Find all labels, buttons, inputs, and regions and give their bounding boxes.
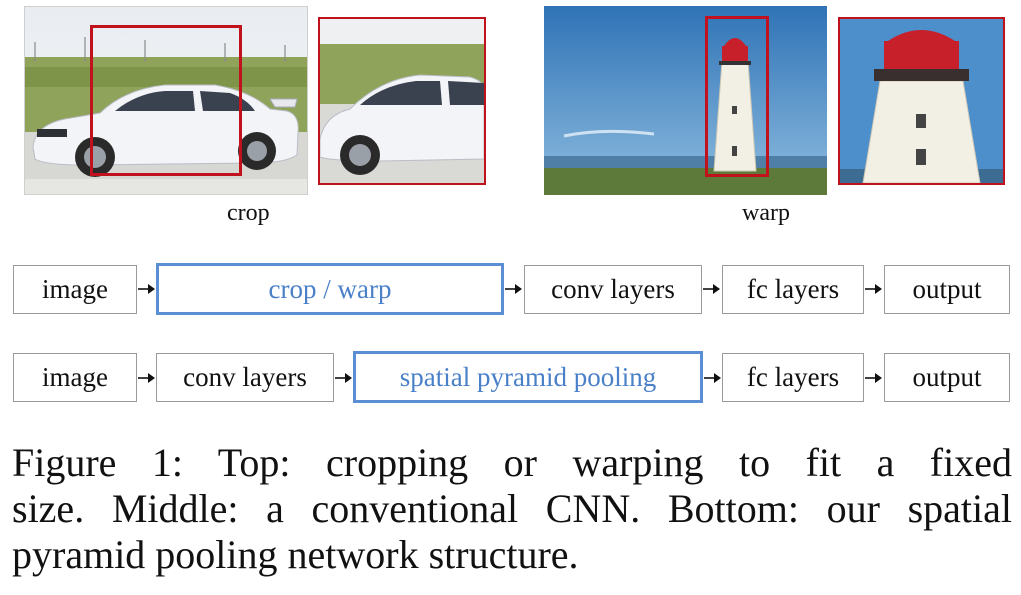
caption-line-2: size. Middle: a conventional CNN. Bottom… [12,486,1012,531]
pipeline2-image-box: image [13,353,137,402]
caption-line-3: pyramid pooling network structure. [12,532,579,577]
pipeline2-conv-layers-box: conv layers [156,353,334,402]
pipeline2-output-box: output [884,353,1010,402]
pipeline1-crop-warp-box: crop / warp [156,263,504,315]
arrow-icon [505,284,522,294]
arrow-icon [335,373,352,383]
figure-caption: Figure 1: Top: cropping or warping to fi… [12,440,1012,578]
lighthouse-warped-image [838,17,1005,185]
lighthouse-original-image [544,6,827,195]
car-cropped-image [318,17,486,185]
car-original-image [24,6,308,195]
arrow-icon [865,284,882,294]
crop-region-box [90,25,242,176]
arrow-icon [704,373,721,383]
arrow-icon [865,373,882,383]
arrow-icon [703,284,720,294]
pipeline1-image-box: image [13,265,137,314]
pipeline1-fc-layers-box: fc layers [722,265,864,314]
arrow-icon [138,284,155,294]
pipeline1-output-box: output [884,265,1010,314]
crop-label: crop [227,200,270,226]
pipeline2-spp-box: spatial pyramid pooling [353,351,703,403]
warp-label: warp [742,200,790,226]
warp-region-box [705,16,769,177]
pipeline2-fc-layers-box: fc layers [722,353,864,402]
arrow-icon [138,373,155,383]
caption-line-1: Figure 1: Top: cropping or warping to fi… [12,440,1012,485]
pipeline1-conv-layers-box: conv layers [524,265,702,314]
